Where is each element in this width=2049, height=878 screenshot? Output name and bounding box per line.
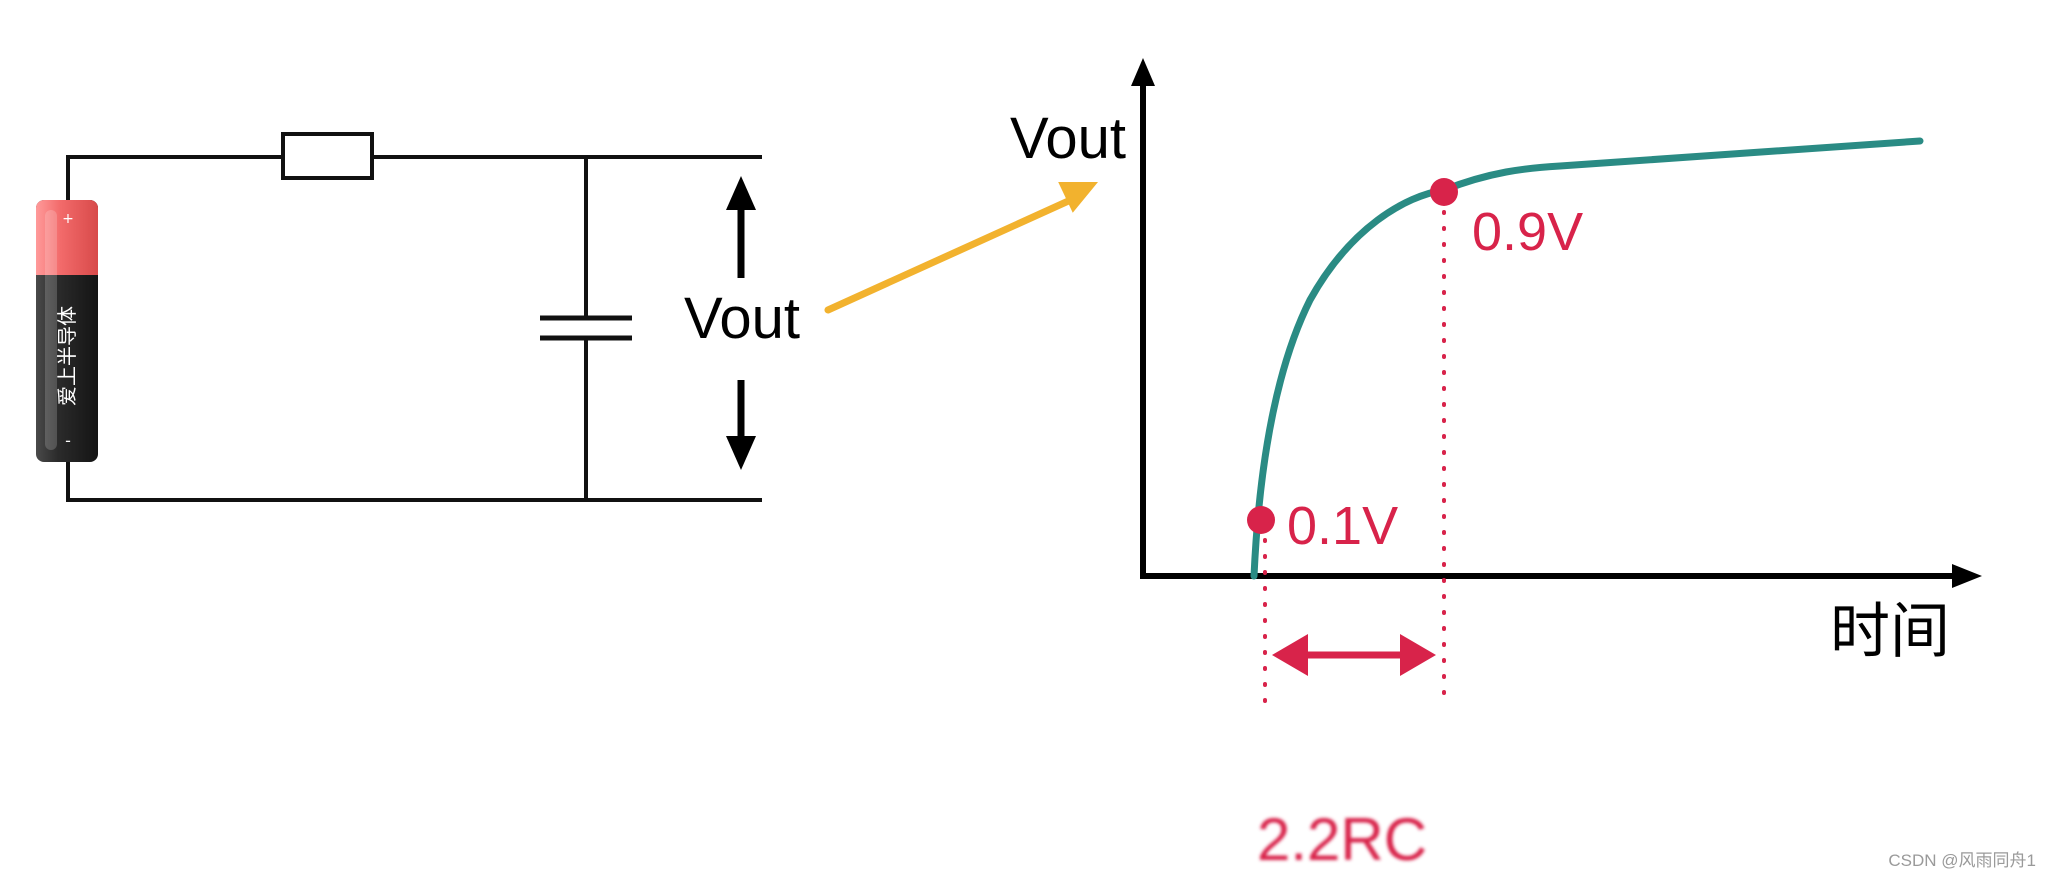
- battery: + - 爱上半导体: [36, 200, 98, 462]
- pointer-arrow: [824, 182, 1098, 314]
- resistor: [281, 132, 374, 180]
- battery-label: 爱上半导体: [55, 306, 79, 406]
- circuit-wires: [66, 155, 762, 502]
- graph: Vout 时间 0.1V 0.9V 2.2RC: [1010, 58, 1982, 873]
- x-axis-label: 时间: [1830, 598, 1950, 665]
- label-0-9v: 0.9V: [1472, 202, 1583, 262]
- label-0-1v: 0.1V: [1287, 496, 1398, 556]
- marker-0-1v: [1247, 506, 1275, 534]
- x-axis: [1140, 564, 1982, 588]
- battery-minus-sign: -: [65, 431, 71, 450]
- vout-output-label: Vout: [684, 286, 800, 351]
- interval-double-arrow: [1272, 634, 1436, 676]
- battery-plus-sign: +: [62, 211, 74, 227]
- circuit: + - 爱上半导体 Vout: [36, 132, 800, 502]
- vout-up-arrow: [726, 176, 756, 278]
- y-axis: [1131, 58, 1155, 576]
- interval-label: 2.2RC: [1257, 806, 1427, 873]
- capacitor: [540, 315, 632, 341]
- marker-0-9v: [1430, 178, 1458, 206]
- watermark: CSDN @风雨同舟1: [1888, 851, 2036, 870]
- vout-down-arrow: [726, 380, 756, 470]
- y-axis-label: Vout: [1010, 106, 1126, 171]
